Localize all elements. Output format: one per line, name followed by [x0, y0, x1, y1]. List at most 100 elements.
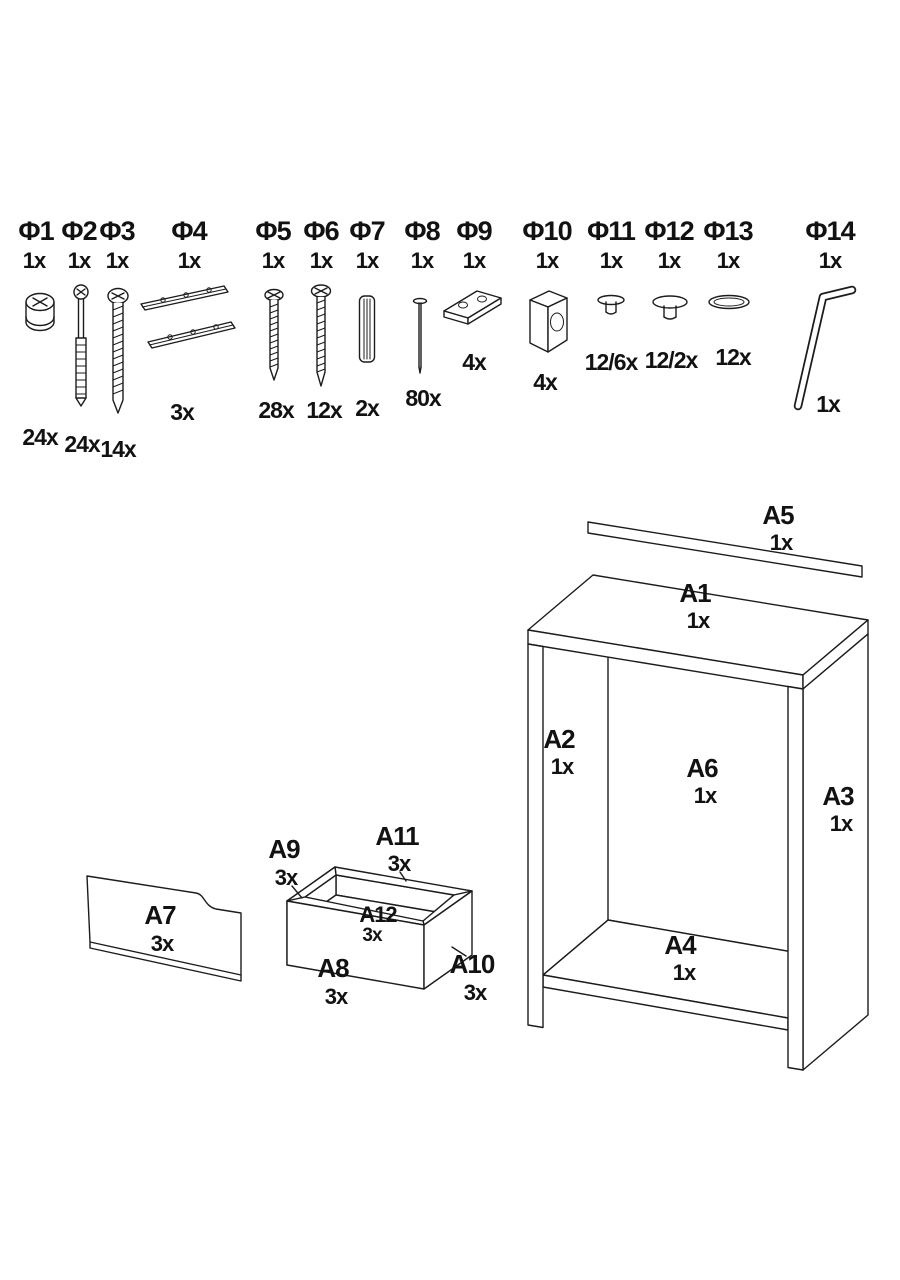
- hardware-item-phi13: Φ13 1x 12x: [703, 216, 754, 370]
- round-head-bolt-icon: [107, 287, 129, 414]
- left-side-panel-shape: [527, 643, 544, 1029]
- part-a10-label: A10: [450, 949, 495, 979]
- right-side-panel-shape: [802, 633, 869, 1071]
- hw-phi2-id: Φ2: [61, 216, 96, 246]
- hardware-item-phi14: Φ14 1x 1x: [793, 216, 857, 417]
- part-a4-label: A4: [664, 930, 697, 960]
- cam-bolt-icon: [73, 284, 89, 407]
- part-a3-qty: 1x: [830, 811, 854, 836]
- hw-phi5-id: Φ5: [255, 216, 291, 246]
- part-a11-qty: 3x: [388, 851, 412, 876]
- hw-phi3-pack: 1x: [106, 248, 130, 273]
- part-a5-label: A5: [762, 500, 794, 530]
- part-a7-qty: 3x: [151, 931, 175, 956]
- hardware-item-phi6: Φ6 1x 12x: [303, 216, 343, 423]
- hardware-item-phi1: Φ1 1x 24x: [18, 216, 59, 450]
- hardware-item-phi4: Φ4 1x 3x: [140, 216, 236, 425]
- hw-phi4-qty: 3x: [170, 399, 195, 425]
- part-a8-label: A8: [317, 953, 349, 983]
- hw-phi11-qty: 12/6x: [585, 349, 639, 375]
- part-a2-qty: 1x: [551, 754, 575, 779]
- hw-phi10-id: Φ10: [522, 216, 571, 246]
- hw-phi7-id: Φ7: [349, 216, 384, 246]
- hw-phi11-id: Φ11: [587, 216, 636, 246]
- nail-icon: [412, 297, 428, 374]
- hardware-legend: Φ1 1x 24x Φ2 1x 24: [18, 216, 857, 462]
- hardware-item-phi11: Φ11 1x 12/6x: [585, 216, 640, 375]
- hw-phi5-pack: 1x: [262, 248, 286, 273]
- wood-screw-icon: [264, 288, 284, 381]
- hw-phi10-pack: 1x: [536, 248, 560, 273]
- part-a9-label: A9: [268, 834, 300, 864]
- hw-phi2-pack: 1x: [68, 248, 92, 273]
- cabinet-assembly-diagram: A1 1x A2 1x A3 1x A4 1x A5 1x A6 1x: [527, 500, 869, 1071]
- part-a4-qty: 1x: [673, 960, 697, 985]
- hw-phi3-id: Φ3: [99, 216, 135, 246]
- hw-phi6-qty: 12x: [306, 397, 343, 423]
- hw-phi3-qty: 14x: [100, 436, 137, 462]
- hw-phi4-pack: 1x: [178, 248, 202, 273]
- hw-phi1-qty: 24x: [22, 424, 59, 450]
- part-a3-label: A3: [822, 781, 854, 811]
- part-a8-qty: 3x: [325, 984, 349, 1009]
- hw-phi13-pack: 1x: [717, 248, 741, 273]
- cover-cap-medium-icon: [652, 295, 688, 320]
- hw-phi1-pack: 1x: [23, 248, 47, 273]
- hardware-item-phi9: Φ9 1x 4x: [443, 216, 502, 375]
- hw-phi6-id: Φ6: [303, 216, 339, 246]
- drawer-right-side-shape: [423, 890, 473, 990]
- hw-phi8-id: Φ8: [404, 216, 440, 246]
- part-a2-label: A2: [543, 724, 575, 754]
- corner-bracket-icon: [529, 290, 568, 353]
- cover-cap-flat-icon: [708, 294, 750, 310]
- part-a12-qty: 3x: [362, 925, 383, 946]
- hw-phi8-pack: 1x: [411, 248, 435, 273]
- hw-phi10-qty: 4x: [533, 369, 558, 395]
- hw-phi13-id: Φ13: [703, 216, 753, 246]
- part-a1-qty: 1x: [687, 608, 711, 633]
- hw-phi8-qty: 80x: [405, 385, 442, 411]
- drawer-front-shape: [86, 875, 242, 976]
- hw-phi5-qty: 28x: [258, 397, 295, 423]
- drawer-assembly-diagram: A9 3x A11 3x A12 3x A8 3x A10 3x: [268, 821, 496, 1009]
- hw-phi14-qty: 1x: [816, 391, 841, 417]
- hardware-item-phi5: Φ5 1x 28x: [255, 216, 295, 423]
- part-a5-qty: 1x: [770, 530, 794, 555]
- part-a10-qty: 3x: [464, 980, 488, 1005]
- part-a9-qty: 3x: [275, 865, 299, 890]
- allen-key-icon: [793, 285, 857, 411]
- part-a6-label: A6: [686, 753, 718, 783]
- hw-phi13-qty: 12x: [715, 344, 752, 370]
- hw-phi11-pack: 1x: [600, 248, 624, 273]
- part-a12-label: A12: [359, 902, 397, 927]
- hw-phi14-pack: 1x: [819, 248, 843, 273]
- hw-phi9-pack: 1x: [463, 248, 487, 273]
- drawer-front-panel-diagram: A7 3x: [86, 875, 242, 982]
- hardware-item-phi10: Φ10 1x 4x: [522, 216, 572, 395]
- part-a1-label: A1: [679, 578, 711, 608]
- top-back-rail-shape: [587, 521, 863, 578]
- hardware-item-phi12: Φ12 1x 12/2x: [644, 216, 699, 373]
- hw-phi12-qty: 12/2x: [645, 347, 699, 373]
- hw-phi1-id: Φ1: [18, 216, 54, 246]
- flat-bracket-icon: [443, 290, 502, 325]
- hardware-item-phi7: Φ7 1x 2x: [349, 216, 385, 421]
- hw-phi9-qty: 4x: [462, 349, 487, 375]
- hardware-item-phi2: Φ2 1x 24x: [61, 216, 101, 457]
- drawer-slide-pair-icon: [140, 285, 236, 349]
- part-a6-qty: 1x: [694, 783, 718, 808]
- hw-phi12-id: Φ12: [644, 216, 693, 246]
- hw-phi4-id: Φ4: [171, 216, 207, 246]
- hw-phi12-pack: 1x: [658, 248, 682, 273]
- hw-phi14-id: Φ14: [805, 216, 855, 246]
- hw-phi7-pack: 1x: [356, 248, 380, 273]
- part-a7-label: A7: [144, 900, 176, 930]
- cam-lock-icon: [25, 292, 55, 332]
- wood-screw-large-icon: [310, 284, 332, 387]
- hardware-item-phi8: Φ8 1x 80x: [404, 216, 442, 411]
- hardware-item-phi3: Φ3 1x 14x: [99, 216, 137, 462]
- hw-phi9-id: Φ9: [456, 216, 492, 246]
- wood-dowel-icon: [358, 295, 376, 363]
